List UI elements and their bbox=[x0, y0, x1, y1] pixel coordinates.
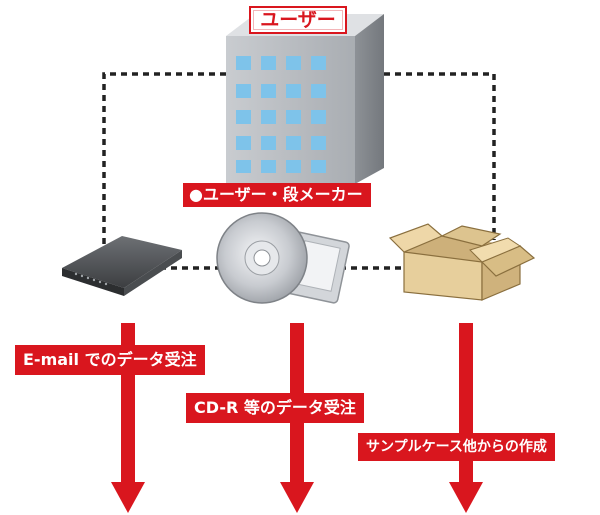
connector-right bbox=[384, 72, 496, 240]
maker-label: ●ユーザー・段メーカー bbox=[183, 183, 371, 207]
user-label: ユーザー bbox=[249, 6, 347, 34]
router-icon bbox=[62, 236, 182, 296]
cdr-flow-label: CD-R 等のデータ受注 bbox=[186, 393, 364, 423]
sample-flow-label: サンプルケース他からの作成 bbox=[358, 433, 555, 461]
down-arrow-icon bbox=[449, 323, 483, 513]
cd-disc-icon bbox=[216, 212, 350, 304]
connector-lines bbox=[102, 72, 496, 270]
building-icon bbox=[226, 14, 384, 184]
email-flow-label: E-mail でのデータ受注 bbox=[15, 345, 205, 375]
cardboard-box-icon bbox=[388, 223, 536, 301]
connector-left bbox=[102, 72, 226, 245]
